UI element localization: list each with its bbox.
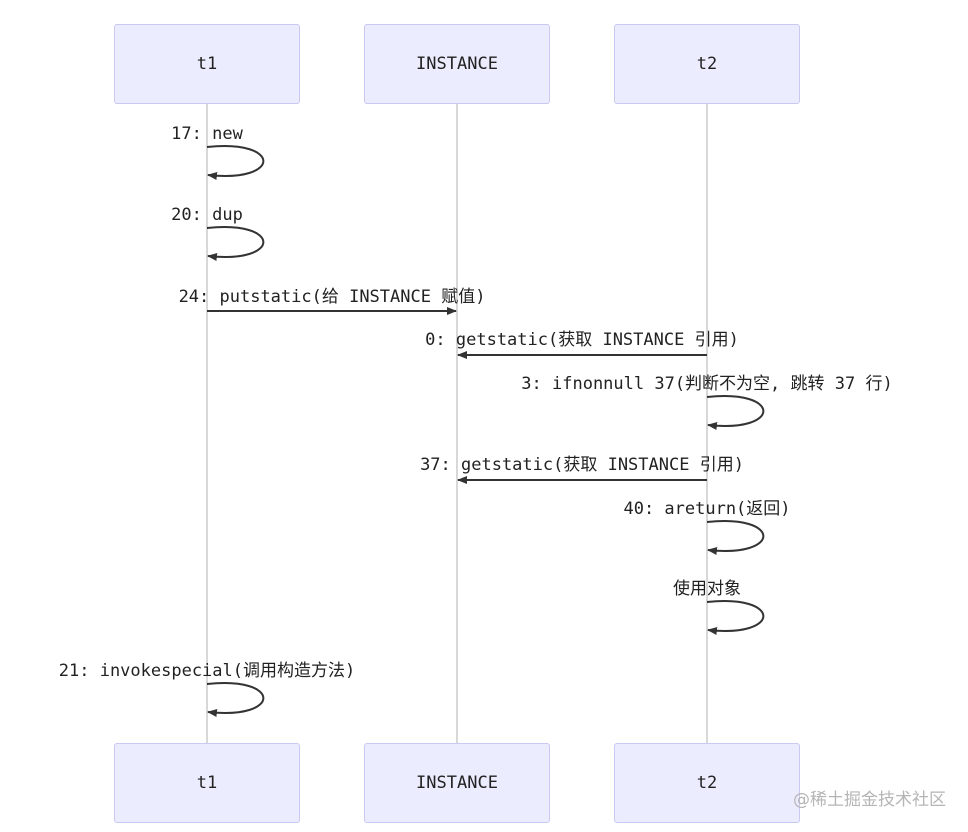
message: 0: getstatic(获取 INSTANCE 引用) [425,330,739,359]
actor-label: INSTANCE [416,773,498,793]
actor-label: t2 [696,773,718,793]
actor-t1-bottom: t1 [114,743,300,823]
message-label: 40: areturn(返回) [623,499,790,519]
message-label: 使用对象 [673,578,741,599]
message: 使用对象 [673,578,765,635]
message-label: 3: ifnonnull 37(判断不为空, 跳转 37 行) [521,374,892,394]
message: 40: areturn(返回) [623,499,791,555]
message: 17: new [171,124,265,180]
actor-label: t1 [196,54,218,74]
message-label: 17: new [171,124,243,144]
message-label: 24: putstatic(给 INSTANCE 赋值) [179,287,486,307]
self-message-arrow [206,682,265,717]
self-message-arrow [706,600,765,635]
self-message-arrow [206,145,265,180]
message-label: 20: dup [171,205,243,225]
self-message-arrow [706,395,765,430]
message-label: 37: getstatic(获取 INSTANCE 引用) [420,455,744,475]
actor-label: t2 [696,54,718,74]
message: 37: getstatic(获取 INSTANCE 引用) [420,455,744,484]
message: 20: dup [171,205,265,261]
message: 24: putstatic(给 INSTANCE 赋值) [179,287,486,315]
actor-label: INSTANCE [416,54,498,74]
message-label: 21: invokespecial(调用构造方法) [59,661,355,681]
actor-t1-top: t1 [114,24,300,104]
actor-t2-top: t2 [614,24,800,104]
self-message-arrow [706,520,765,555]
actor-instance-bottom: INSTANCE [364,743,550,823]
message: 3: ifnonnull 37(判断不为空, 跳转 37 行) [521,374,893,430]
message-label: 0: getstatic(获取 INSTANCE 引用) [425,330,739,350]
actor-label: t1 [196,773,218,793]
message: 21: invokespecial(调用构造方法) [59,661,355,717]
self-message-arrow [206,226,265,261]
watermark: @稀土掘金技术社区 [793,790,946,810]
actor-instance-top: INSTANCE [364,24,550,104]
actor-t2-bottom: t2 [614,743,800,823]
